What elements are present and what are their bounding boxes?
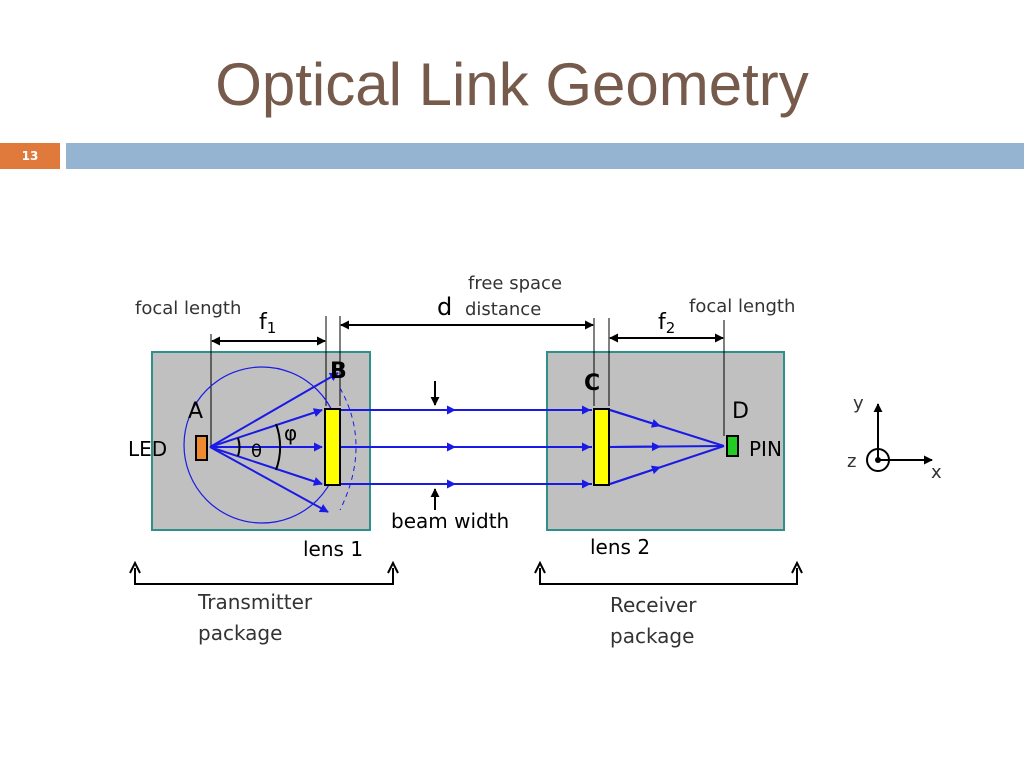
lens-2-label: lens 2 xyxy=(590,535,650,559)
collimated-beams xyxy=(341,405,592,489)
beam-width-label: beam width xyxy=(391,509,509,533)
lens-1 xyxy=(324,408,341,486)
bracket-arrowheads xyxy=(129,560,803,574)
phi-arc xyxy=(275,423,282,471)
z-axis-dot xyxy=(875,457,881,463)
diverging-rays xyxy=(209,372,339,513)
free-space-label: free space xyxy=(468,273,562,294)
lens-1-label: lens 1 xyxy=(303,537,363,561)
axis-z-label: z xyxy=(847,451,856,472)
axis-y-label: y xyxy=(853,393,864,414)
phi-label: φ xyxy=(284,421,297,445)
f2-label: f2 xyxy=(658,310,675,337)
slide-number: 13 xyxy=(0,143,60,169)
theta-arc xyxy=(237,437,241,457)
slide-title: Optical Link Geometry xyxy=(215,51,809,118)
transmitter-bracket xyxy=(134,568,394,585)
transmitter-package-label: package xyxy=(198,621,282,645)
receiver-bracket xyxy=(539,568,798,585)
led-label: LED xyxy=(128,437,167,461)
pin-label: PIN xyxy=(749,437,782,461)
focal-length-right-label: focal length xyxy=(689,296,795,317)
receiver-label: Receiver xyxy=(610,593,697,617)
lens-dashed-arc xyxy=(339,387,357,511)
point-d-label: D xyxy=(732,399,749,424)
coordinate-axes xyxy=(866,403,933,472)
header-bar xyxy=(66,143,1024,169)
f1-label: f1 xyxy=(259,310,276,337)
distance-label: distance xyxy=(465,299,541,320)
lens-2 xyxy=(593,408,610,486)
d-label: d xyxy=(437,293,452,321)
receiver-package-label: package xyxy=(610,624,694,648)
theta-label: θ xyxy=(251,441,262,462)
pin-detector xyxy=(726,435,739,457)
point-a-label: A xyxy=(188,399,203,424)
axis-x-label: x xyxy=(931,462,942,483)
transmitter-label: Transmitter xyxy=(197,590,313,614)
focal-length-left-label: focal length xyxy=(135,298,241,319)
led-source xyxy=(195,435,208,461)
point-b-label: B xyxy=(330,359,347,384)
dimension-extension-lines xyxy=(210,316,725,446)
receiver-package-box xyxy=(546,351,785,531)
point-c-label: C xyxy=(584,371,600,396)
converging-rays xyxy=(609,409,725,485)
